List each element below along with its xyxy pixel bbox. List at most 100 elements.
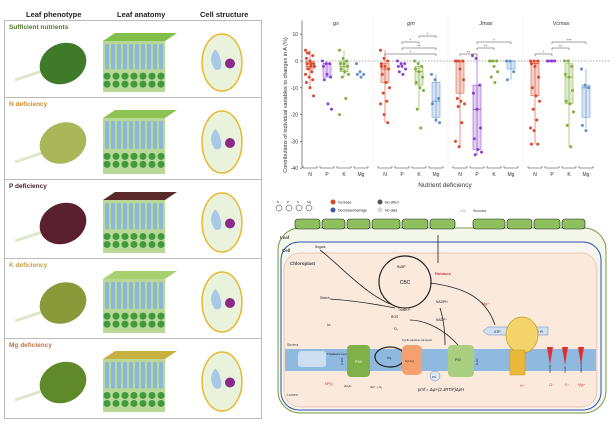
panel-title: Jmax: [478, 21, 492, 27]
spongy-cell: [103, 232, 111, 240]
data-point: [533, 64, 537, 68]
significance-bracket: [534, 53, 553, 56]
hv-label: hv: [327, 323, 331, 327]
anatomy-top: [103, 192, 177, 200]
spongy-cell: [112, 80, 120, 88]
significance-label: **: [484, 44, 488, 49]
cyt-b6f-complex: [402, 345, 422, 375]
data-point: [382, 56, 386, 60]
header-leaf-anatomy: Leaf anatomy: [117, 10, 166, 19]
phenotype-row: N deficiency: [5, 98, 261, 180]
lhci-label: LHCI: [475, 358, 479, 365]
epidermis-cell: [321, 218, 346, 230]
y-tick-label: 0: [295, 59, 298, 65]
pc-protein: [429, 370, 441, 382]
y-tick-label: -40: [291, 166, 298, 172]
triose-p-label: Triose-P: [398, 308, 411, 312]
row-label: Mg deficiency: [9, 342, 52, 349]
data-point: [461, 59, 465, 63]
y-tick-label: -10: [291, 86, 298, 92]
data-point: [458, 67, 462, 71]
data-point: [564, 99, 568, 103]
palisade-cell: [159, 44, 163, 70]
data-point: [534, 94, 538, 98]
data-point: [305, 62, 309, 66]
x-tick-label: P: [325, 172, 329, 178]
palisade-cell: [159, 282, 163, 309]
x-tick-label: Mg: [583, 172, 590, 178]
spongy-cell: [112, 312, 120, 320]
data-point: [583, 83, 587, 87]
h-label: H⁺: [520, 384, 525, 388]
significance-bracket: [476, 41, 512, 44]
x-tick-label: P: [550, 172, 554, 178]
spongy-cell: [157, 240, 165, 248]
chloroplast-label: Chloroplast: [290, 261, 316, 266]
data-point: [400, 64, 404, 68]
spongy-cell: [148, 399, 156, 407]
spongy-cell: [139, 72, 147, 80]
data-point: [399, 62, 403, 66]
legend-nutrient-label: Mg: [307, 200, 311, 204]
x-tick-label: N: [383, 172, 387, 178]
kea3-channel: [562, 347, 568, 365]
palisade-cell: [129, 203, 133, 230]
atp-synthase-head: [505, 316, 539, 354]
palisade-cell: [105, 44, 109, 70]
data-point: [413, 67, 417, 71]
box: [431, 82, 441, 118]
y-tick-label: 10: [292, 32, 298, 38]
cet-label: Cyclic electron transport: [402, 338, 432, 342]
palisade-cell: [135, 44, 139, 70]
row-label: N deficiency: [9, 101, 48, 108]
spongy-cell: [157, 391, 165, 399]
cell-image: [201, 351, 243, 412]
data-point: [572, 110, 575, 114]
palisade-cell: [153, 282, 157, 309]
data-point: [321, 64, 325, 68]
significance-bracket: [476, 47, 495, 50]
legend-increase-icon: [330, 199, 336, 205]
cell-image: [201, 110, 243, 174]
data-point: [308, 59, 312, 63]
data-point: [386, 59, 390, 63]
spongy-cell: [103, 320, 111, 328]
palisade-cell: [117, 121, 121, 149]
data-point: [311, 54, 315, 58]
x-tick-label: K: [492, 172, 496, 178]
spongy-cell: [130, 80, 138, 88]
leaf-petiole: [14, 388, 46, 402]
data-point: [550, 59, 554, 63]
x-tick-label: N: [533, 172, 537, 178]
x-group-bracket: [503, 166, 519, 169]
data-point: [563, 72, 567, 76]
palisade-cell: [135, 362, 139, 389]
row-label: K deficiency: [9, 262, 48, 269]
x-group-bracket: [319, 166, 335, 169]
data-point: [512, 70, 516, 74]
data-point: [312, 62, 316, 66]
spongy-cell: [139, 399, 147, 407]
data-point: [396, 64, 400, 68]
data-point: [433, 78, 437, 82]
legend-nutrient-label: P: [287, 200, 289, 204]
spongy-cell: [139, 312, 147, 320]
legend-nutrient-circle: [305, 204, 313, 212]
epidermis-cell: [506, 218, 533, 230]
data-point: [471, 54, 474, 58]
spongy-cell: [130, 312, 138, 320]
nadph-label: NADPH: [436, 300, 448, 304]
data-point: [493, 80, 497, 84]
data-point: [478, 83, 482, 87]
data-point: [329, 75, 333, 79]
significance-label: *: [543, 50, 545, 55]
spongy-cell: [121, 391, 129, 399]
data-point: [495, 59, 499, 63]
spongy-cell: [130, 72, 138, 80]
x-tick-label: N: [458, 172, 462, 178]
spongy-cell: [157, 160, 165, 168]
significance-label: *: [410, 50, 412, 55]
legend-nutrient-label: K: [297, 200, 299, 204]
nucleus: [225, 58, 235, 69]
